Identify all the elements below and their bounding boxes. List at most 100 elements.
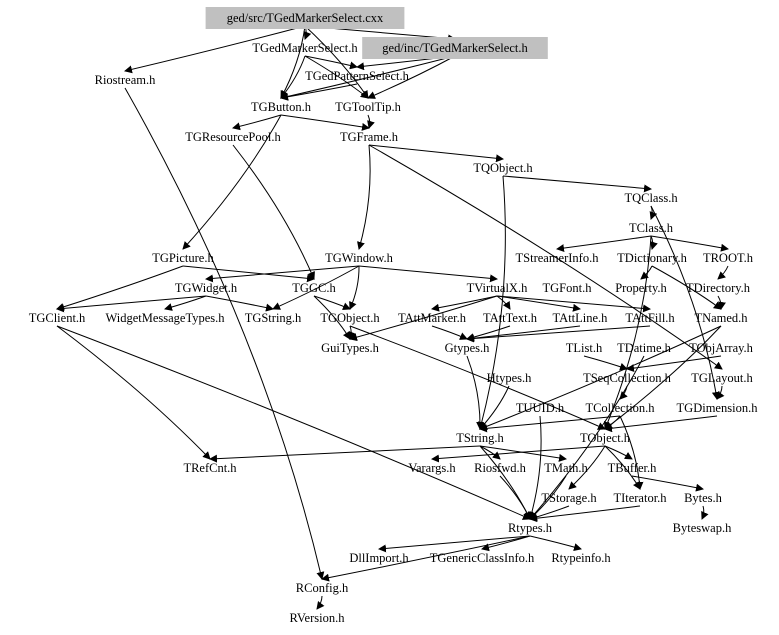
- edge-rtypes-to-rti: [529, 535, 582, 551]
- node-label: TAttFill.h: [625, 311, 675, 325]
- edge-tclass-to-sinfo: [556, 235, 652, 253]
- node-buffer[interactable]: TBuffer.h: [608, 461, 657, 475]
- node-coll[interactable]: TCollection.h: [585, 401, 655, 415]
- node-afill[interactable]: TAttFill.h: [625, 311, 675, 325]
- node-riosfwd[interactable]: Riosfwd.h: [474, 461, 526, 475]
- edge-str-to-refcnt: [209, 445, 481, 463]
- node-dir[interactable]: TDirectory.h: [686, 281, 751, 295]
- node-font[interactable]: TGFont.h: [543, 281, 593, 295]
- node-rtypes[interactable]: Rtypes.h: [508, 521, 553, 535]
- node-gps[interactable]: TGedPatternSelect.h: [305, 69, 410, 83]
- node-htypes[interactable]: Htypes.h: [487, 371, 533, 385]
- node-pool[interactable]: TGResourcePool.h: [185, 130, 281, 144]
- node-sinfo[interactable]: TStreamerInfo.h: [516, 251, 600, 265]
- node-label: TBuffer.h: [608, 461, 657, 475]
- node-iter[interactable]: TIterator.h: [613, 491, 667, 505]
- node-atext[interactable]: TAttText.h: [483, 311, 538, 325]
- node-prop[interactable]: Property.h: [615, 281, 667, 295]
- node-amark[interactable]: TAttMarker.h: [398, 311, 467, 325]
- node-gui[interactable]: GuiTypes.h: [321, 341, 380, 355]
- node-rio[interactable]: Riostream.h: [95, 73, 157, 87]
- node-str[interactable]: TString.h: [456, 431, 504, 445]
- node-label: TAttLine.h: [553, 311, 609, 325]
- node-label: TClass.h: [629, 221, 674, 235]
- edge-ggc-to-gui: [313, 295, 351, 340]
- node-varargs[interactable]: Varargs.h: [408, 461, 456, 475]
- node-label: TIterator.h: [613, 491, 667, 505]
- node-gtypes[interactable]: Gtypes.h: [445, 341, 491, 355]
- node-gms[interactable]: TGedMarkerSelect.h: [252, 41, 358, 55]
- edge-obj-to-varargs: [431, 445, 606, 463]
- node-rconf[interactable]: RConfig.h: [296, 581, 349, 595]
- edge-uuid-to-rtypes: [528, 415, 542, 520]
- node-label: TUUID.h: [516, 401, 565, 415]
- edge-gobj-to-gui: [348, 325, 357, 340]
- node-label: DllImport.h: [349, 551, 409, 565]
- edge-obj-to-buffer: [604, 445, 633, 460]
- node-bytes[interactable]: Bytes.h: [684, 491, 723, 505]
- node-tip[interactable]: TGToolTip.h: [335, 100, 401, 114]
- node-label: TString.h: [456, 431, 504, 445]
- node-named[interactable]: TNamed.h: [694, 311, 748, 325]
- node-storage[interactable]: TStorage.h: [541, 491, 597, 505]
- node-layout[interactable]: TGLayout.h: [691, 371, 753, 385]
- node-label: TGString.h: [245, 311, 302, 325]
- edge-tclass-to-root: [650, 235, 729, 252]
- node-gobj[interactable]: TGObject.h: [320, 311, 380, 325]
- node-refcnt[interactable]: TRefCnt.h: [183, 461, 237, 475]
- edge-rio-to-rconf: [124, 87, 325, 580]
- nodes: ged/src/TGedMarkerSelect.cxxTGedMarkerSe…: [29, 7, 758, 625]
- node-gci[interactable]: TGenericClassInfo.h: [430, 551, 535, 565]
- node-label: RConfig.h: [296, 581, 349, 595]
- edge-gms-to-gps: [304, 55, 358, 70]
- node-objarr[interactable]: TObjArray.h: [689, 341, 754, 355]
- node-label: TDirectory.h: [686, 281, 751, 295]
- node-label: TGPicture.h: [152, 251, 214, 265]
- node-client[interactable]: TGClient.h: [29, 311, 86, 325]
- node-win[interactable]: TGWindow.h: [325, 251, 394, 265]
- node-root[interactable]: TROOT.h: [703, 251, 754, 265]
- node-bswap[interactable]: Byteswap.h: [673, 521, 732, 535]
- node-tclass[interactable]: TClass.h: [629, 221, 674, 235]
- node-rti[interactable]: Rtypeinfo.h: [551, 551, 611, 565]
- node-qobj[interactable]: TQObject.h: [473, 161, 533, 175]
- node-dim[interactable]: TGDimension.h: [677, 401, 759, 415]
- node-cxx[interactable]: ged/src/TGedMarkerSelect.cxx: [205, 7, 405, 29]
- node-uuid[interactable]: TUUID.h: [516, 401, 565, 415]
- edge-layout-to-dim: [716, 385, 725, 400]
- node-label: Byteswap.h: [673, 521, 732, 535]
- node-label: Gtypes.h: [445, 341, 491, 355]
- node-gstr[interactable]: TGString.h: [245, 311, 302, 325]
- node-qclass[interactable]: TQClass.h: [624, 191, 678, 205]
- node-ginc[interactable]: ged/inc/TGedMarkerSelect.h: [362, 37, 548, 59]
- node-label: TGedMarkerSelect.h: [252, 41, 358, 55]
- edge-qobj-to-str: [477, 175, 506, 430]
- edge-dict-to-named: [651, 265, 722, 310]
- node-label: TGGC.h: [292, 281, 336, 295]
- node-label: TStreamerInfo.h: [516, 251, 600, 265]
- node-label: TAttText.h: [483, 311, 538, 325]
- node-rver[interactable]: RVersion.h: [290, 611, 346, 625]
- node-wmt[interactable]: WidgetMessageTypes.h: [105, 311, 225, 325]
- node-datime[interactable]: TDatime.h: [617, 341, 672, 355]
- node-label: TObjArray.h: [689, 341, 754, 355]
- node-aline[interactable]: TAttLine.h: [553, 311, 609, 325]
- node-ggc[interactable]: TGGC.h: [292, 281, 336, 295]
- node-btn[interactable]: TGButton.h: [251, 100, 312, 114]
- node-obj[interactable]: TObject.h: [580, 431, 631, 445]
- edge-tclass-to-obj: [603, 235, 652, 430]
- node-label: TRefCnt.h: [183, 461, 237, 475]
- node-widget[interactable]: TGWidget.h: [175, 281, 238, 295]
- edge-win-to-gstr: [272, 265, 360, 310]
- node-vx[interactable]: TVirtualX.h: [467, 281, 528, 295]
- node-dict[interactable]: TDictionary.h: [617, 251, 687, 265]
- node-list[interactable]: TList.h: [566, 341, 603, 355]
- edge-vx-to-atext: [496, 295, 511, 310]
- node-label: TGWindow.h: [325, 251, 394, 265]
- node-pic[interactable]: TGPicture.h: [152, 251, 214, 265]
- node-frame[interactable]: TGFrame.h: [340, 130, 399, 144]
- node-dll[interactable]: DllImport.h: [349, 551, 409, 565]
- node-label: TQObject.h: [473, 161, 533, 175]
- node-math[interactable]: TMath.h: [544, 461, 588, 475]
- node-seq[interactable]: TSeqCollection.h: [583, 371, 672, 385]
